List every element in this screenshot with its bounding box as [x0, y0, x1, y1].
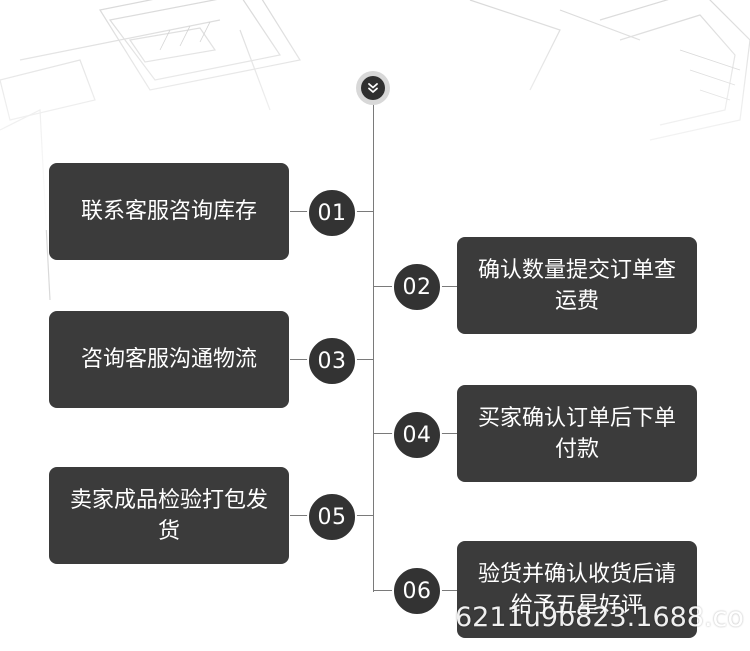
- top-badge: [356, 71, 390, 105]
- double-chevron-down-icon: [361, 76, 385, 100]
- step-box-04: 买家确认订单后下单付款: [457, 385, 697, 482]
- step-number-04: 04: [392, 410, 442, 460]
- step-text-04: 买家确认订单后下单付款: [471, 403, 683, 465]
- step-text-01: 联系客服咨询库存: [81, 196, 257, 227]
- step-box-02: 确认数量提交订单查运费: [457, 237, 697, 334]
- step-box-01: 联系客服咨询库存: [49, 163, 289, 260]
- step-number-01: 01: [307, 188, 357, 238]
- step-number-03: 03: [307, 336, 357, 386]
- step-box-05: 卖家成品检验打包发货: [49, 467, 289, 564]
- step-box-03: 咨询客服沟通物流: [49, 311, 289, 408]
- step-number-02: 02: [392, 262, 442, 312]
- step-text-05: 卖家成品检验打包发货: [63, 485, 275, 547]
- step-text-03: 咨询客服沟通物流: [81, 344, 257, 375]
- step-text-02: 确认数量提交订单查运费: [471, 255, 683, 317]
- timeline-line: [373, 100, 374, 592]
- step-number-05: 05: [307, 492, 357, 542]
- step-number-06: 06: [392, 566, 442, 616]
- watermark: 6211u9b823.1688.co: [455, 602, 744, 633]
